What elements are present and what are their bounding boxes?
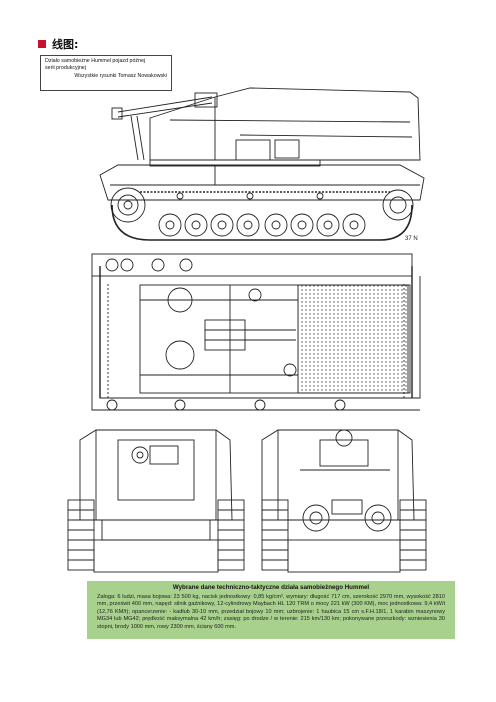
- specifications-box: Wybrane dane techniczno-taktyczne działa…: [87, 581, 455, 639]
- bullet-square-icon: [38, 40, 46, 48]
- caption-line-1: Działo samobieżne Hummel pojazd późnej: [45, 58, 146, 64]
- top-view-drawing: [91, 253, 421, 411]
- section-header: 线图:: [38, 37, 78, 51]
- drawing-caption-box: Działo samobieżne Hummel pojazd późnej s…: [40, 55, 172, 91]
- rear-view-drawing: [261, 429, 427, 573]
- drawing-label: 37 N: [405, 236, 418, 242]
- specifications-text: Załoga: 6 ludzi, masa bojowa: 23 500 kg,…: [97, 594, 445, 630]
- side-view-drawing: [99, 87, 425, 241]
- caption-line-2: serii produkcyjnej: [45, 65, 86, 71]
- front-view-drawing: [67, 429, 245, 573]
- caption-credit: Wszystkie rysunki Tomasz Nowakowski: [74, 73, 167, 79]
- section-title: 线图:: [52, 38, 79, 51]
- specifications-title: Wybrane dane techniczno-taktyczne działa…: [172, 584, 370, 591]
